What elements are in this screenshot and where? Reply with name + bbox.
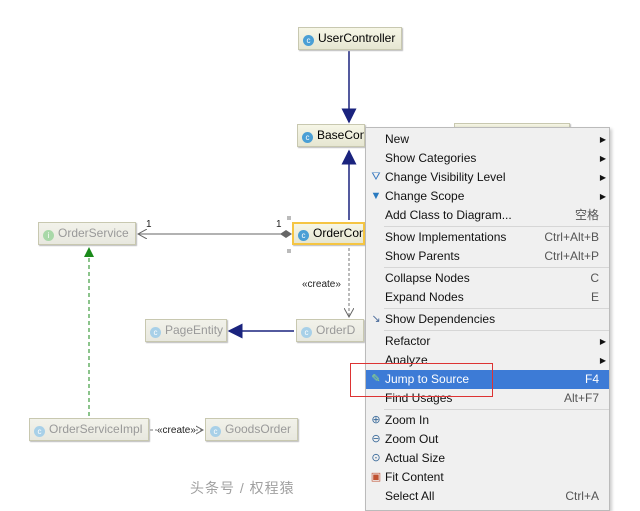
fit-content-icon: ▣ (370, 471, 382, 483)
context-menu: New▶ Show Categories▶ ⛛Change Visibility… (365, 127, 610, 511)
abstract-class-icon: c (302, 132, 313, 143)
menu-item-show-dependencies[interactable]: ↘Show Dependencies (366, 310, 609, 329)
create-label: «create» (157, 425, 196, 436)
class-icon: c (298, 230, 309, 241)
menu-item-change-visibility[interactable]: ⛛Change Visibility Level▶ (366, 168, 609, 187)
menu-item-show-categories[interactable]: Show Categories▶ (366, 149, 609, 168)
zoom-in-icon: ⊕ (371, 414, 381, 426)
submenu-arrow-icon: ▶ (599, 135, 606, 144)
actual-size-icon: ⊙ (371, 452, 381, 464)
menu-item-change-scope[interactable]: ▼Change Scope▶ (366, 187, 609, 206)
menu-item-fit-content[interactable]: ▣Fit Content (366, 468, 609, 487)
watermark: 头条号 / 权程猿 (190, 480, 295, 496)
class-icon: c (301, 327, 312, 338)
edit-source-icon: ✎ (371, 373, 381, 385)
menu-separator (384, 409, 609, 410)
class-icon: c (210, 426, 221, 437)
class-icon: c (34, 426, 45, 437)
submenu-arrow-icon: ▶ (599, 192, 606, 201)
menu-item-refactor[interactable]: Refactor▶ (366, 332, 609, 351)
submenu-arrow-icon: ▶ (599, 173, 606, 182)
menu-item-actual-size[interactable]: ⊙Actual Size (366, 449, 609, 468)
callout-highlight-box (350, 363, 493, 397)
composition-diamond (280, 230, 292, 238)
menu-item-zoom-out[interactable]: ⊖Zoom Out (366, 430, 609, 449)
zoom-out-icon: ⊖ (371, 433, 381, 445)
menu-item-add-class[interactable]: Add Class to Diagram...空格 (385, 208, 599, 222)
class-icon: c (303, 35, 314, 46)
submenu-arrow-icon: ▶ (599, 356, 606, 365)
menu-item-zoom-in[interactable]: ⊕Zoom In (366, 411, 609, 430)
visibility-filter-icon: ⛛ (371, 171, 381, 183)
multiplicity-left: 1 (146, 219, 152, 230)
dependencies-icon: ↘ (371, 313, 381, 325)
menu-item-new[interactable]: New▶ (366, 130, 609, 149)
menu-separator (384, 226, 609, 227)
create-label: «create» (302, 279, 341, 290)
class-icon: c (150, 327, 161, 338)
menu-separator (384, 330, 609, 331)
menu-separator (384, 308, 609, 309)
menu-separator (384, 267, 609, 268)
interface-icon: i (43, 230, 54, 241)
submenu-arrow-icon: ▶ (599, 154, 606, 163)
submenu-arrow-icon: ▶ (599, 337, 606, 346)
multiplicity-right: 1 (276, 219, 282, 230)
funnel-icon: ▼ (370, 190, 382, 202)
